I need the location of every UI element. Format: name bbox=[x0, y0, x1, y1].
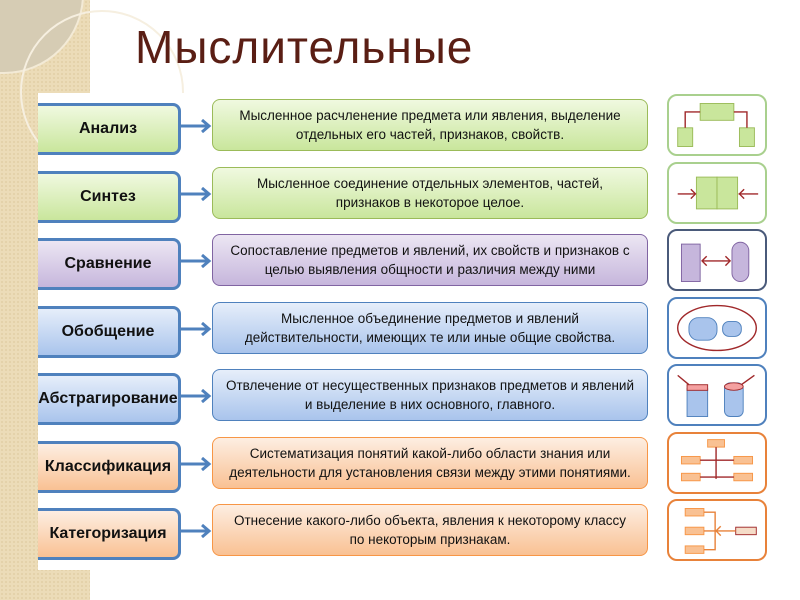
description-box-analysis: Мысленное расчленение предмета или явлен… bbox=[212, 99, 648, 151]
arrow-right-icon bbox=[181, 119, 212, 133]
arrow-right-icon bbox=[181, 389, 212, 403]
row-comparison: Сравнение Сопоставление предметов и явле… bbox=[38, 229, 770, 291]
row-synthesis: Синтез Мысленное соединение отдельных эл… bbox=[38, 161, 770, 224]
highlighted-tops-icon bbox=[677, 374, 755, 417]
description-box-classification: Систематизация понятий какой-либо област… bbox=[212, 436, 648, 489]
row-abstraction: Абстрагирование Отвлечение от несуществе… bbox=[38, 364, 770, 426]
row-categorization: Категоризация Отнесение какого-либо объе… bbox=[38, 499, 770, 561]
row-generalization: Обобщение Мысленное объединение предмето… bbox=[38, 296, 770, 359]
illustration-box-categorization bbox=[667, 499, 767, 561]
slide-title: Мыслительные bbox=[135, 21, 474, 73]
diagram-panel: Анализ Мысленное расчленение предмета ил… bbox=[38, 93, 770, 570]
illustration-box-synthesis bbox=[667, 161, 767, 224]
description-box-comparison: Сопоставление предметов и явлений, их св… bbox=[212, 234, 648, 286]
illustration-box-generalization bbox=[667, 296, 767, 359]
row-classification: Классификация Систематизация понятий как… bbox=[38, 431, 770, 494]
term-box-analysis: Анализ bbox=[38, 103, 181, 155]
assign-class-icon bbox=[684, 508, 757, 554]
arrow-right-icon bbox=[181, 186, 212, 201]
description-box-synthesis: Мысленное соединение отдельных элементов… bbox=[212, 166, 648, 219]
description-box-generalization: Мысленное объединение предметов и явлени… bbox=[212, 301, 648, 354]
tree-hierarchy-icon bbox=[680, 438, 754, 481]
illustration-box-abstraction bbox=[667, 364, 767, 426]
illustration-box-analysis bbox=[667, 94, 767, 156]
term-box-classification: Классификация bbox=[38, 440, 181, 493]
row-analysis: Анализ Мысленное расчленение предмета ил… bbox=[38, 94, 770, 156]
compare-shapes-icon bbox=[680, 241, 750, 282]
arrow-right-icon bbox=[181, 321, 212, 336]
split-cubes-icon bbox=[677, 103, 755, 147]
term-box-synthesis: Синтез bbox=[38, 170, 181, 223]
term-box-comparison: Сравнение bbox=[38, 238, 181, 290]
term-box-categorization: Категоризация bbox=[38, 508, 181, 560]
description-box-categorization: Отнесение какого-либо объекта, явления к… bbox=[212, 504, 648, 556]
illustration-box-classification bbox=[667, 431, 767, 494]
arrow-right-icon bbox=[181, 524, 212, 538]
merge-cubes-icon bbox=[677, 176, 759, 209]
grouped-cylinders-icon bbox=[677, 304, 757, 351]
term-box-generalization: Обобщение bbox=[38, 305, 181, 358]
arrow-right-icon bbox=[181, 456, 212, 471]
description-box-abstraction: Отвлечение от несущественных признаков п… bbox=[212, 369, 648, 421]
illustration-box-comparison bbox=[667, 229, 767, 291]
arrow-right-icon bbox=[181, 254, 212, 268]
term-box-abstraction: Абстрагирование bbox=[38, 373, 181, 425]
